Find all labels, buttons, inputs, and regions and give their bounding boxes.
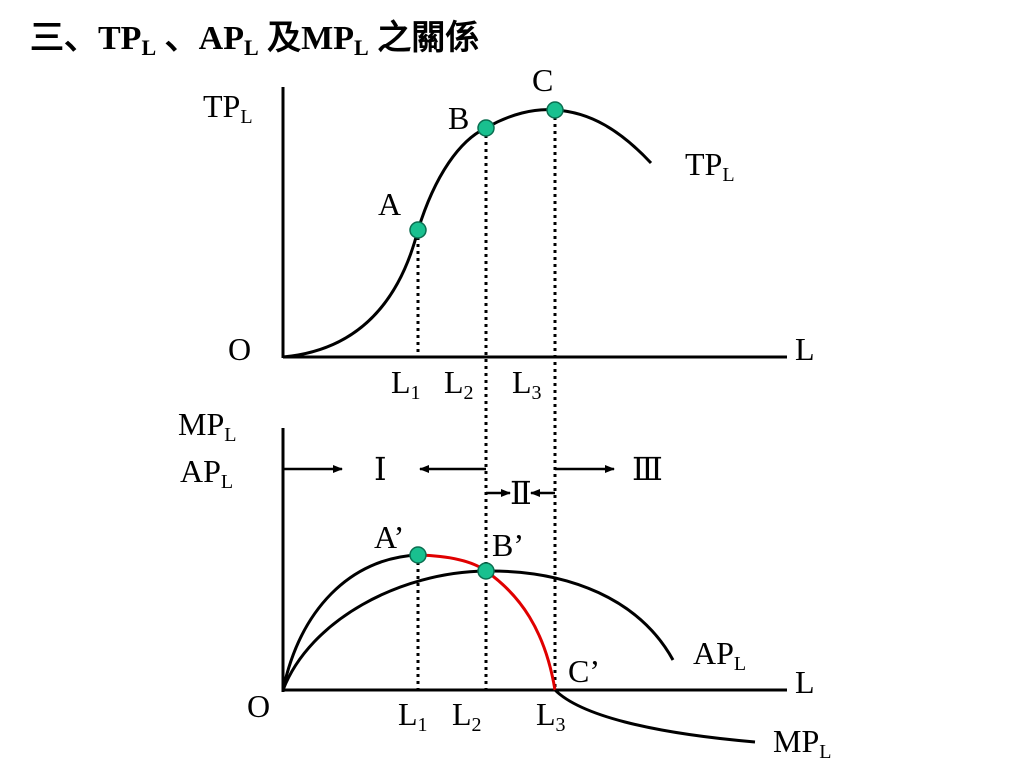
top-origin-label: O bbox=[228, 331, 252, 367]
point-c bbox=[546, 101, 564, 119]
point-b-prime bbox=[477, 562, 495, 580]
title-conj: 及 bbox=[258, 20, 302, 57]
bottom-tick-l3: L3 bbox=[536, 696, 566, 736]
title-ap: AP bbox=[198, 20, 244, 57]
mp-curve-label: MPL bbox=[773, 723, 832, 763]
mp-curve-negative bbox=[553, 688, 756, 744]
tp-curve-label: TPL bbox=[685, 146, 735, 186]
title-ap-sub: L bbox=[243, 35, 259, 60]
top-y-axis-label: TPL bbox=[203, 88, 253, 128]
bottom-y-axis-label-mp: MPL bbox=[178, 406, 237, 446]
bottom-x-axis-label: L bbox=[795, 664, 815, 700]
title-mp-sub: L bbox=[354, 35, 369, 60]
point-a bbox=[409, 221, 427, 239]
point-c-prime-label: C’ bbox=[568, 653, 600, 689]
top-tick-l2: L2 bbox=[444, 364, 474, 404]
top-tick-l3: L3 bbox=[512, 364, 542, 404]
mp-curve-highlight bbox=[417, 553, 557, 691]
title-tp: TP bbox=[98, 20, 142, 57]
point-a-label: A bbox=[378, 186, 402, 222]
bottom-tick-l1: L1 bbox=[398, 696, 428, 736]
mp-curve-rising bbox=[281, 553, 419, 691]
title-prefix: 三、 bbox=[30, 20, 98, 57]
title-sep: 、 bbox=[156, 20, 199, 57]
ap-curve bbox=[281, 569, 675, 691]
point-b bbox=[477, 119, 495, 137]
point-b-prime-label: B’ bbox=[492, 527, 524, 563]
bottom-tick-l2: L2 bbox=[452, 696, 482, 736]
stage-3-label: Ⅲ bbox=[632, 451, 663, 487]
title-mp: MP bbox=[301, 20, 355, 57]
bottom-y-axis-label-ap: APL bbox=[180, 453, 234, 493]
stage-1-label: Ⅰ bbox=[374, 451, 387, 487]
point-a-prime-label: A’ bbox=[374, 519, 405, 555]
title-suffix: 之關係 bbox=[368, 20, 480, 57]
top-tick-l1: L1 bbox=[391, 364, 421, 404]
bottom-origin-label: O bbox=[247, 688, 271, 724]
tp-curve bbox=[282, 108, 653, 359]
top-x-axis-label: L bbox=[795, 331, 815, 367]
title-tp-sub: L bbox=[141, 35, 157, 60]
page-title: 三、TPL 、APL 及MPL 之關係 bbox=[30, 10, 480, 60]
point-c-label: C bbox=[532, 62, 554, 98]
ap-curve-label: APL bbox=[693, 635, 747, 675]
point-b-label: B bbox=[448, 100, 470, 136]
point-a-prime bbox=[409, 546, 427, 564]
stage-2-label: Ⅱ bbox=[510, 475, 532, 511]
